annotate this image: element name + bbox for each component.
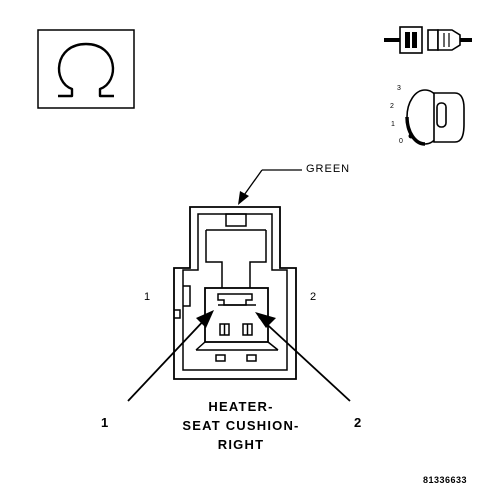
key-position-2: 2 — [390, 103, 394, 110]
pin-1-callout-label: 1 — [101, 415, 110, 430]
wire-color-label: GREEN — [306, 163, 351, 175]
key-position-1: 1 — [391, 121, 395, 128]
connector-halves-icon — [384, 26, 472, 54]
connector-name-line-2: SEAT CUSHION- — [182, 418, 300, 433]
key-position-3: 3 — [397, 85, 401, 92]
side-pin-label-left: 1 — [144, 291, 152, 303]
figure-id: 81336633 — [423, 475, 468, 485]
connector-face — [173, 206, 297, 380]
pin-2-callout-label: 2 — [354, 415, 363, 430]
ignition-key-icon — [405, 89, 465, 146]
wire-color-callout — [238, 169, 302, 205]
connector-name: HEATER- SEAT CUSHION- RIGHT — [141, 397, 341, 454]
side-pin-label-right: 2 — [310, 291, 318, 303]
connector-name-line-3: RIGHT — [217, 437, 265, 452]
key-position-0: 0 — [399, 138, 403, 145]
connector-name-line-1: HEATER- — [208, 399, 274, 414]
pin-1-leader — [127, 310, 214, 402]
pin-2-leader — [255, 312, 351, 402]
ohm-symbol-icon — [37, 29, 135, 109]
